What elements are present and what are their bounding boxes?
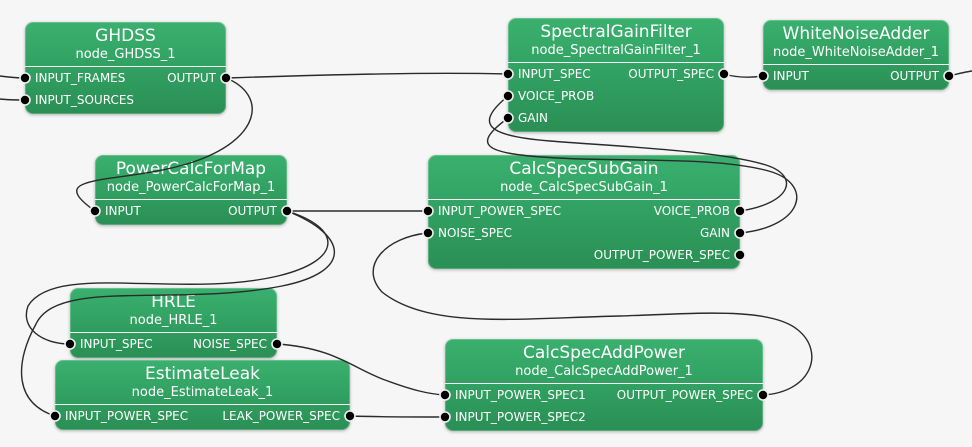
node-header: GHDSS node_GHDSS_1 [25, 22, 226, 67]
port-input-spec[interactable]: INPUT_SPEC [80, 337, 153, 351]
node-instance-name: node_SpectralGainFilter_1 [531, 42, 701, 58]
node-title: CalcSpecAddPower [522, 342, 686, 363]
wire-estimateleak-to-calcspecaddpower[interactable] [349, 415, 446, 418]
node-ports: INPUT_SPEC OUTPUT_SPEC VOICE_PROB GAIN [508, 63, 724, 132]
port-row: INPUT_FRAMES OUTPUT [25, 67, 226, 89]
node-title: PowerCalcForMap [115, 158, 267, 179]
port-output-power-spec[interactable]: OUTPUT_POWER_SPEC [593, 248, 730, 262]
port-output-power-spec[interactable]: OUTPUT_POWER_SPEC [616, 388, 753, 402]
node-powercalcformap[interactable]: PowerCalcForMap node_PowerCalcForMap_1 I… [95, 155, 287, 225]
node-hrle[interactable]: HRLE node_HRLE_1 INPUT_SPEC NOISE_SPEC [70, 288, 277, 358]
port-row: INPUT_SPEC OUTPUT_SPEC [508, 63, 724, 85]
port-input-power-spec1[interactable]: INPUT_POWER_SPEC1 [455, 388, 586, 402]
node-title: WhiteNoiseAdder [782, 23, 930, 44]
node-header: HRLE node_HRLE_1 [70, 288, 277, 333]
wire-whitenoiseadder-to-offscreen[interactable] [948, 70, 972, 77]
node-instance-name: node_HRLE_1 [129, 312, 218, 328]
node-title: CalcSpecSubGain [509, 158, 659, 179]
node-instance-name: node_PowerCalcForMap_1 [106, 179, 276, 195]
port-input-frames[interactable]: INPUT_FRAMES [35, 71, 126, 85]
port-row: INPUT_POWER_SPEC LEAK_POWER_SPEC [55, 405, 350, 427]
port-output-spec[interactable]: OUTPUT_SPEC [628, 67, 714, 81]
port-output[interactable]: OUTPUT [890, 69, 939, 83]
node-instance-name: node_CalcSpecAddPower_1 [515, 363, 693, 379]
node-ports: INPUT_POWER_SPEC LEAK_POWER_SPEC [55, 405, 350, 430]
node-calcspecaddpower[interactable]: CalcSpecAddPower node_CalcSpecAddPower_1… [445, 339, 763, 431]
node-header: PowerCalcForMap node_PowerCalcForMap_1 [95, 155, 287, 200]
node-calcspecsubgain[interactable]: CalcSpecSubGain node_CalcSpecSubGain_1 I… [428, 155, 740, 269]
port-row: INPUT_SPEC NOISE_SPEC [70, 333, 277, 355]
wire-offscreen-to-ghdss-input-sources[interactable] [0, 98, 26, 101]
port-input-power-spec[interactable]: INPUT_POWER_SPEC [438, 204, 562, 218]
node-ghdss[interactable]: GHDSS node_GHDSS_1 INPUT_FRAMES OUTPUT I… [25, 22, 226, 114]
port-noise-spec[interactable]: NOISE_SPEC [438, 226, 512, 240]
port-gain[interactable]: GAIN [518, 111, 549, 125]
port-row: INPUT OUTPUT [95, 200, 287, 222]
port-voice-prob[interactable]: VOICE_PROB [653, 204, 730, 218]
port-input-power-spec2[interactable]: INPUT_POWER_SPEC2 [455, 410, 586, 424]
port-noise-spec[interactable]: NOISE_SPEC [193, 337, 267, 351]
port-row: GAIN [508, 107, 724, 129]
node-ports: INPUT_POWER_SPEC1 OUTPUT_POWER_SPEC INPU… [445, 384, 763, 431]
node-title: SpectralGainFilter [540, 21, 692, 42]
node-whitenoiseadder[interactable]: WhiteNoiseAdder node_WhiteNoiseAdder_1 I… [763, 20, 949, 90]
port-row: INPUT_POWER_SPEC2 [445, 406, 763, 428]
port-input-spec[interactable]: INPUT_SPEC [518, 67, 591, 81]
port-input-power-spec[interactable]: INPUT_POWER_SPEC [65, 409, 189, 423]
node-ports: INPUT_SPEC NOISE_SPEC [70, 333, 277, 358]
node-spectralgainfilter[interactable]: SpectralGainFilter node_SpectralGainFilt… [508, 18, 724, 132]
node-title: HRLE [151, 291, 196, 312]
port-voice-prob[interactable]: VOICE_PROB [518, 89, 595, 103]
port-row: INPUT_POWER_SPEC1 OUTPUT_POWER_SPEC [445, 384, 763, 406]
node-title: EstimateLeak [145, 363, 260, 384]
node-header: SpectralGainFilter node_SpectralGainFilt… [508, 18, 724, 63]
node-ports: INPUT_POWER_SPEC VOICE_PROB NOISE_SPEC G… [428, 200, 740, 269]
node-instance-name: node_EstimateLeak_1 [131, 384, 274, 400]
port-row: INPUT OUTPUT [763, 65, 949, 87]
wire-spectralgainfilter-to-whitenoiseadder[interactable] [723, 73, 764, 79]
port-input[interactable]: INPUT [105, 204, 141, 218]
node-header: WhiteNoiseAdder node_WhiteNoiseAdder_1 [763, 20, 949, 65]
node-header: EstimateLeak node_EstimateLeak_1 [55, 360, 350, 405]
port-gain[interactable]: GAIN [699, 226, 730, 240]
port-output[interactable]: OUTPUT [167, 71, 216, 85]
node-ports: INPUT OUTPUT [95, 200, 287, 225]
node-instance-name: node_WhiteNoiseAdder_1 [772, 44, 940, 60]
port-leak-power-spec[interactable]: LEAK_POWER_SPEC [222, 409, 340, 423]
port-row: OUTPUT_POWER_SPEC [428, 244, 740, 266]
node-ports: INPUT OUTPUT [763, 65, 949, 90]
wire-offscreen-to-ghdss-input-frames[interactable] [0, 75, 26, 79]
node-instance-name: node_GHDSS_1 [75, 46, 176, 62]
port-row: INPUT_POWER_SPEC VOICE_PROB [428, 200, 740, 222]
port-input-sources[interactable]: INPUT_SOURCES [35, 93, 135, 107]
node-ports: INPUT_FRAMES OUTPUT INPUT_SOURCES [25, 67, 226, 114]
port-row: VOICE_PROB [508, 85, 724, 107]
node-header: CalcSpecAddPower node_CalcSpecAddPower_1 [445, 339, 763, 384]
node-instance-name: node_CalcSpecSubGain_1 [500, 179, 668, 195]
port-output[interactable]: OUTPUT [228, 204, 277, 218]
port-row: NOISE_SPEC GAIN [428, 222, 740, 244]
node-title: GHDSS [95, 25, 156, 46]
node-estimateleak[interactable]: EstimateLeak node_EstimateLeak_1 INPUT_P… [55, 360, 350, 430]
port-row: INPUT_SOURCES [25, 89, 226, 111]
port-input[interactable]: INPUT [773, 69, 809, 83]
node-header: CalcSpecSubGain node_CalcSpecSubGain_1 [428, 155, 740, 200]
wire-ghdss-to-spectralgainfilter[interactable] [225, 72, 509, 79]
